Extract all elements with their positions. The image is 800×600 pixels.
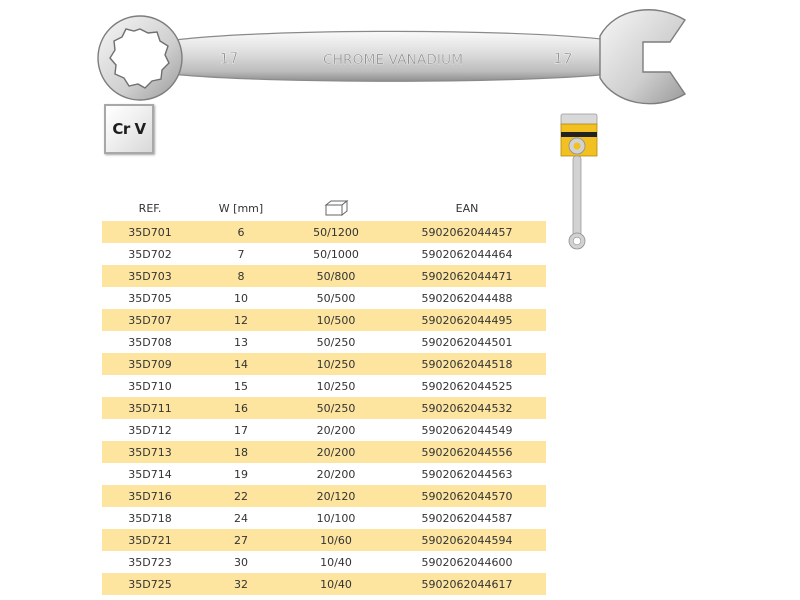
ean-cell: 5902062044532 <box>388 397 546 419</box>
packaging-cell: 10/250 <box>284 353 388 375</box>
ring-size-marking: 17 <box>219 49 239 68</box>
width-cell: 22 <box>198 485 284 507</box>
packaging-cell: 10/100 <box>316 511 356 525</box>
ean-cell: 5902062044518 <box>388 353 546 375</box>
width-cell: 10 <box>234 291 248 305</box>
table-row: 35D712 17 20/200 5902062044549 <box>102 419 546 441</box>
packaging-cell: 20/200 <box>316 467 356 481</box>
width-cell: 32 <box>198 573 284 595</box>
packaging-cell: 50/1000 <box>313 247 359 261</box>
ref-cell: 35D716 <box>102 485 198 507</box>
ref-cell: 35D709 <box>102 353 198 375</box>
width-cell: 7 <box>237 247 245 261</box>
box-icon <box>324 200 349 216</box>
width-cell: 24 <box>234 511 248 525</box>
ean-cell: 5902062044525 <box>421 379 513 393</box>
packaging-cell: 10/40 <box>284 573 388 595</box>
ref-cell: 35D710 <box>128 379 172 393</box>
width-cell: 13 <box>234 335 248 349</box>
open-size-marking: 17 <box>553 49 573 68</box>
ref-cell: 35D713 <box>102 441 198 463</box>
table-row: 35D705 10 50/500 5902062044488 <box>102 287 546 309</box>
ref-cell: 35D718 <box>128 511 172 525</box>
ref-cell: 35D714 <box>128 467 172 481</box>
packaging-column-header <box>284 195 388 221</box>
packaging-cell: 10/40 <box>320 555 352 569</box>
ean-cell: 5902062044594 <box>388 529 546 551</box>
packaging-cell: 10/60 <box>284 529 388 551</box>
ean-cell: 5902062044556 <box>388 441 546 463</box>
packaging-cell: 50/250 <box>316 335 356 349</box>
crv-badge: Cr V <box>104 104 154 154</box>
ean-cell: 5902062044457 <box>388 221 546 243</box>
width-cell: 14 <box>198 353 284 375</box>
width-column-header: W [mm] <box>218 201 264 215</box>
ref-cell: 35D703 <box>102 265 198 287</box>
width-cell: 8 <box>198 265 284 287</box>
packaging-cell: 20/200 <box>284 441 388 463</box>
ref-column-header: REF. <box>138 201 162 215</box>
ean-cell: 5902062044488 <box>421 291 513 305</box>
ref-cell: 35D721 <box>102 529 198 551</box>
packaging-cell: 20/120 <box>284 485 388 507</box>
packaged-wrench-thumbnail <box>560 113 598 250</box>
ean-cell: 5902062044600 <box>421 555 513 569</box>
ean-cell: 5902062044617 <box>388 573 546 595</box>
width-cell: 12 <box>198 309 284 331</box>
ref-cell: 35D707 <box>102 309 198 331</box>
ean-cell: 5902062044501 <box>421 335 513 349</box>
ref-cell: 35D705 <box>128 291 172 305</box>
width-cell: 19 <box>234 467 248 481</box>
table-header-row: REF. W [mm] EAN <box>102 195 546 221</box>
table-row: 35D714 19 20/200 5902062044563 <box>102 463 546 485</box>
width-cell: 15 <box>234 379 248 393</box>
ean-column-header: EAN <box>455 201 479 215</box>
ref-cell: 35D702 <box>128 247 172 261</box>
ean-cell: 5902062044570 <box>388 485 546 507</box>
crv-badge-text: Cr V <box>112 120 146 138</box>
ean-cell: 5902062044587 <box>421 511 513 525</box>
width-cell: 16 <box>198 397 284 419</box>
packaging-cell: 50/800 <box>284 265 388 287</box>
width-cell: 6 <box>198 221 284 243</box>
width-cell: 30 <box>234 555 248 569</box>
packaging-cell: 50/1200 <box>284 221 388 243</box>
table-row: 35D708 13 50/250 5902062044501 <box>102 331 546 353</box>
shank-engraving: CHROME VANADIUM <box>323 53 463 68</box>
packaging-cell: 50/250 <box>284 397 388 419</box>
packaging-cell: 20/200 <box>316 423 356 437</box>
width-cell: 17 <box>234 423 248 437</box>
table-row: 35D710 15 10/250 5902062044525 <box>102 375 546 397</box>
ref-cell: 35D701 <box>102 221 198 243</box>
width-cell: 27 <box>198 529 284 551</box>
table-row: 35D718 24 10/100 5902062044587 <box>102 507 546 529</box>
table-row: 35D723 30 10/40 5902062044600 <box>102 551 546 573</box>
ean-cell: 5902062044471 <box>388 265 546 287</box>
ref-cell: 35D725 <box>102 573 198 595</box>
combination-wrench-image: 17 CHROME VANADIUM 17 <box>97 9 686 105</box>
packaging-cell: 10/250 <box>316 379 356 393</box>
packaging-cell: 10/500 <box>284 309 388 331</box>
packaging-cell: 50/500 <box>316 291 356 305</box>
ref-cell: 35D711 <box>102 397 198 419</box>
ean-cell: 5902062044464 <box>421 247 513 261</box>
ean-cell: 5902062044563 <box>421 467 513 481</box>
ean-cell: 5902062044549 <box>421 423 513 437</box>
ref-cell: 35D708 <box>128 335 172 349</box>
ref-cell: 35D712 <box>128 423 172 437</box>
table-row: 35D702 7 50/1000 5902062044464 <box>102 243 546 265</box>
ref-cell: 35D723 <box>128 555 172 569</box>
width-cell: 18 <box>198 441 284 463</box>
ean-cell: 5902062044495 <box>388 309 546 331</box>
